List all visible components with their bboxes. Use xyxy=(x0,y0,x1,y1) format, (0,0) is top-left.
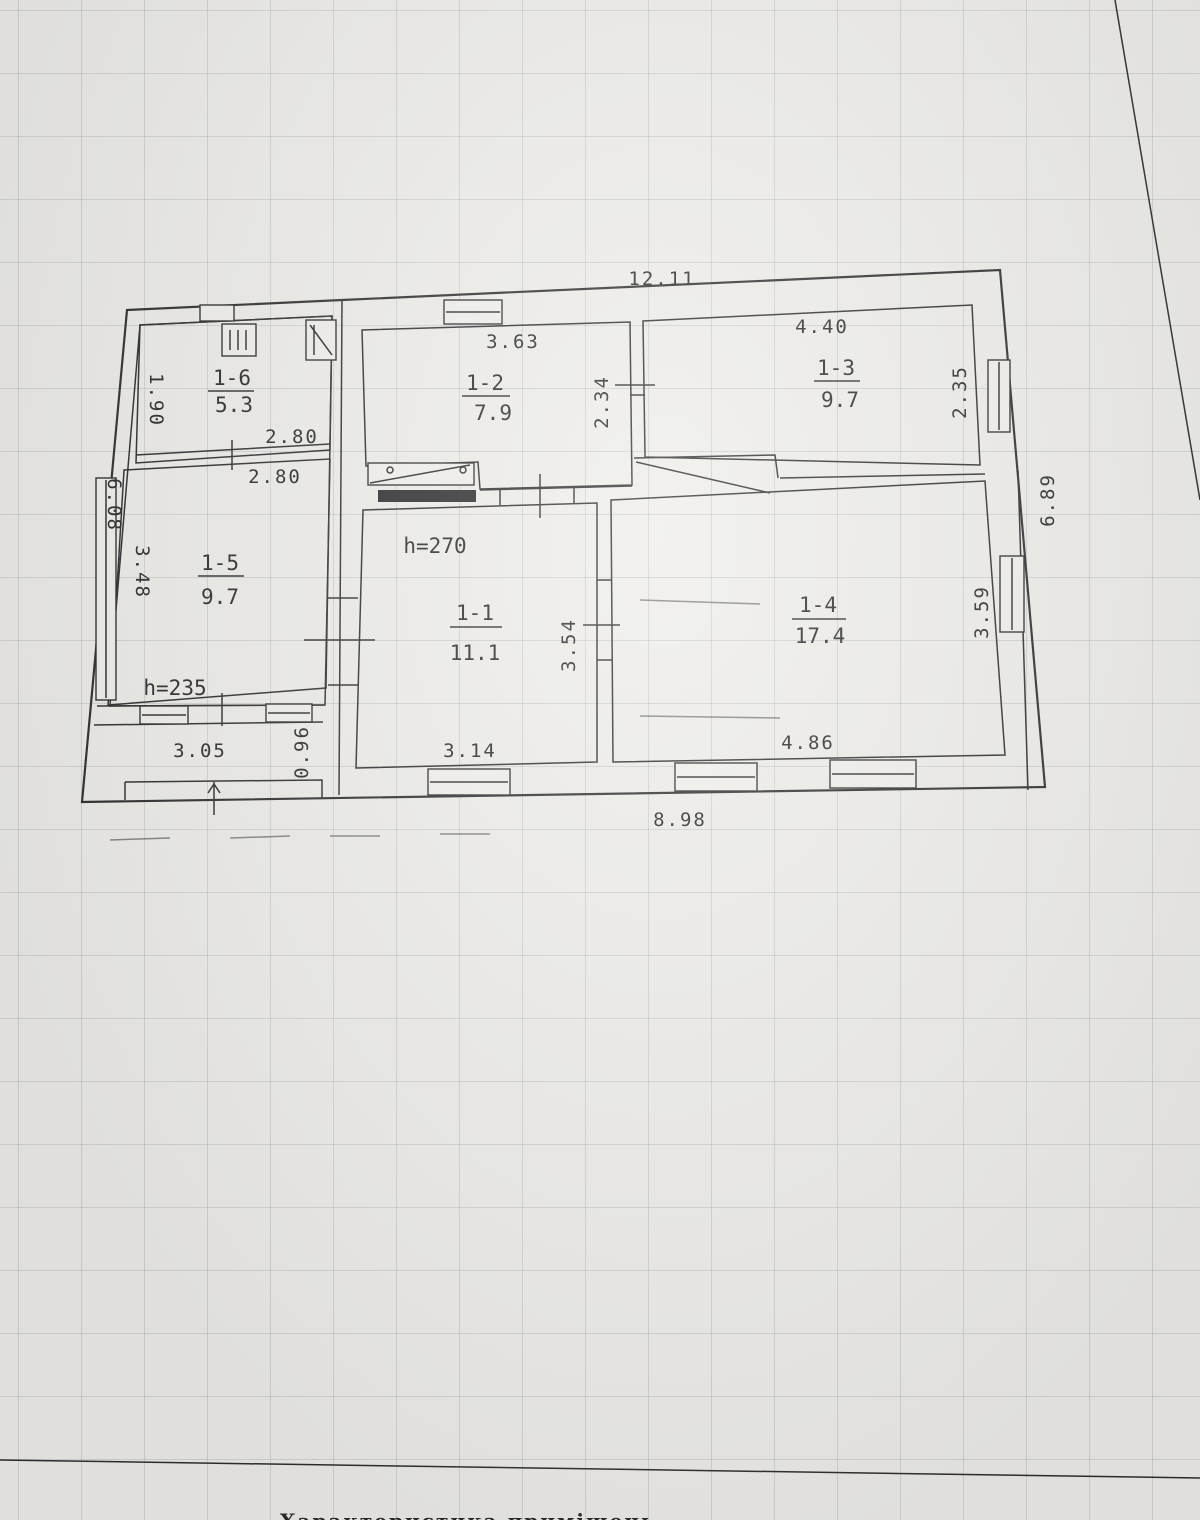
stove-fixture xyxy=(367,462,476,502)
room-label-1-6: 1-6 5.3 xyxy=(208,366,254,417)
room-1-1-outline xyxy=(355,485,633,769)
footer-heading: Характеристика приміщень xyxy=(280,1509,657,1520)
dim-porch-depth: 0.96 xyxy=(291,725,313,779)
svg-text:5.3: 5.3 xyxy=(215,393,253,417)
ghost-marks xyxy=(109,599,781,841)
dim-room-1-3-width: 4.40 xyxy=(795,316,849,338)
room-1-4-outline xyxy=(610,473,1006,763)
dim-left-total: 6.08 xyxy=(103,478,125,532)
dim-room-1-5-depth: 3.48 xyxy=(131,545,153,599)
dim-room-1-2-depth: 2.34 xyxy=(591,375,613,429)
svg-text:1-5: 1-5 xyxy=(201,551,239,575)
dim-room-1-4-width: 4.86 xyxy=(781,732,835,754)
svg-text:9.7: 9.7 xyxy=(201,585,239,609)
doors xyxy=(207,384,655,815)
room-label-1-3: 1-3 9.7 xyxy=(814,356,860,412)
svg-text:1-1: 1-1 xyxy=(456,601,494,625)
svg-text:17.4: 17.4 xyxy=(795,624,846,648)
room-1-2-outline xyxy=(361,321,633,490)
dim-room-1-6-depth: 1.90 xyxy=(145,373,167,427)
dim-top-total: 12.11 xyxy=(628,268,695,290)
svg-text:9.7: 9.7 xyxy=(821,388,859,412)
sheet-bottom-line xyxy=(0,1459,1200,1479)
dim-room-1-6-width: 2.80 xyxy=(265,426,319,448)
svg-text:1-6: 1-6 xyxy=(213,366,251,390)
svg-text:1-2: 1-2 xyxy=(466,371,504,395)
windows xyxy=(95,299,1025,796)
sheet-edge-line xyxy=(1114,0,1200,501)
room-label-1-5: 1-5 9.7 xyxy=(198,551,244,609)
dim-porch-width: 3.05 xyxy=(173,740,227,762)
svg-text:1-3: 1-3 xyxy=(817,356,855,380)
dim-room-1-1-depth: 3.54 xyxy=(558,618,580,672)
height-main: h=270 xyxy=(403,534,466,558)
room-1-3-outline xyxy=(633,304,981,494)
dim-room-1-1-width: 3.14 xyxy=(443,740,497,762)
svg-text:1-4: 1-4 xyxy=(799,593,837,617)
svg-text:11.1: 11.1 xyxy=(450,641,501,665)
svg-text:7.9: 7.9 xyxy=(474,401,512,425)
dim-room-1-3-depth: 2.35 xyxy=(949,365,971,419)
dim-bottom-total: 8.98 xyxy=(653,809,707,831)
room-1-6-outline xyxy=(135,315,333,464)
room-label-1-2: 1-2 7.9 xyxy=(462,371,512,425)
heater-fixture xyxy=(221,319,337,361)
dim-right-total: 6.89 xyxy=(1037,473,1059,527)
height-annex: h=235 xyxy=(143,676,206,700)
dim-room-1-5-width: 2.80 xyxy=(248,466,302,488)
room-label-1-4: 1-4 17.4 xyxy=(792,593,846,648)
dim-room-1-4-depth: 3.59 xyxy=(971,585,993,639)
room-label-1-1: 1-1 11.1 xyxy=(450,601,502,665)
dim-room-1-2-width: 3.63 xyxy=(486,331,540,353)
